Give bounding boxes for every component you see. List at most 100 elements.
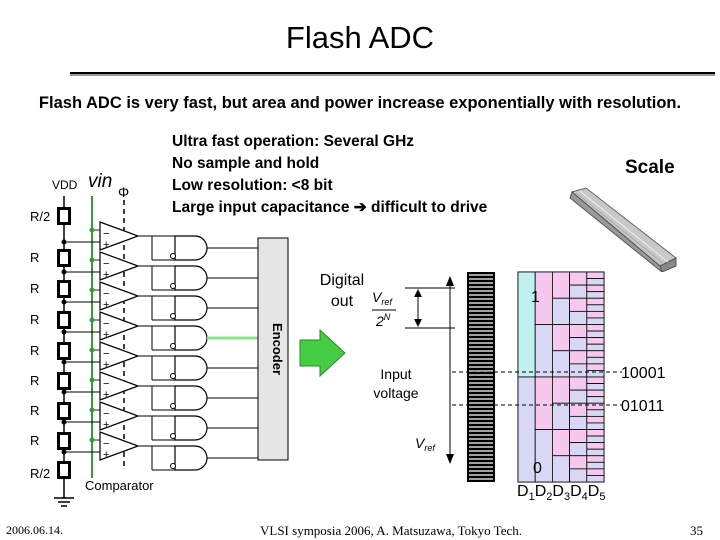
bit-cell: [586, 376, 605, 384]
encoder-block: [257, 237, 289, 461]
feature-item: No sample and hold: [172, 155, 320, 172]
scale-label: Scale: [625, 157, 675, 178]
and-gate: [174, 385, 208, 411]
bit-labels: D1D2D3D4D5: [517, 483, 605, 503]
footer-credit: VLSI symposia 2006, A. Matsuzawa, Tokyo …: [260, 523, 523, 538]
feature-item: Large input capacitance ➔ difficult to d…: [172, 199, 488, 216]
resistor-label: R: [30, 312, 39, 327]
bit-cell: [586, 310, 605, 319]
input-voltage-label: Input: [380, 366, 411, 382]
digital-out-label-line1: Digital: [320, 272, 364, 289]
bit-cell: [569, 284, 588, 299]
bit-cell: [569, 363, 588, 378]
bit-cell: [586, 389, 605, 398]
code-value-lower: 01011: [621, 398, 664, 415]
bit-cell: [552, 297, 571, 325]
comparator-minus: −: [103, 438, 109, 450]
bit-cell: [586, 337, 605, 345]
bit-cell: [586, 415, 605, 424]
and-gate: [174, 295, 208, 321]
bit-cell: [552, 402, 571, 430]
comparator: [99, 281, 140, 311]
bit-cell: [586, 448, 605, 457]
comparator-plus: +: [103, 359, 109, 371]
bit-cell: [586, 363, 605, 371]
comparator-minus: −: [103, 258, 109, 270]
resistor-label: R: [30, 433, 39, 448]
bit-cell: [586, 383, 605, 391]
comparator-minus: −: [103, 378, 109, 390]
output-arrow: [299, 328, 346, 378]
vref-label: Vref: [415, 435, 436, 453]
comparator-minus: −: [103, 228, 109, 240]
bit-cell: [569, 455, 588, 470]
bit-cell: [586, 271, 605, 279]
bit-cell: [586, 291, 605, 299]
and-gate: [174, 445, 208, 471]
bit-cell: [534, 376, 553, 430]
bit-cell: [534, 324, 553, 378]
bit-cell: [552, 429, 571, 457]
bit-cell: [586, 284, 605, 293]
resistor-label-bottom: R/2: [30, 466, 50, 481]
footer-page-number: 35: [690, 523, 703, 538]
bit-cell: [586, 396, 605, 404]
comparator: [99, 341, 140, 371]
and-gate: [174, 235, 208, 261]
bit-cell: [517, 271, 536, 378]
bit-cell: [552, 455, 571, 483]
resistor-label: R: [30, 373, 39, 388]
bit-cell: [569, 468, 588, 483]
bit-cell: [586, 350, 605, 358]
comparator-plus: +: [103, 269, 109, 281]
bit-cell: [552, 376, 571, 404]
bit-cell: [569, 310, 588, 325]
feature-item: Ultra fast operation: Several GHz: [172, 133, 415, 150]
bit-cell: [586, 317, 605, 325]
scale-top-value: 1: [531, 289, 540, 306]
slide-subtitle: Flash ADC is very fast, but area and pow…: [38, 94, 682, 112]
step-numerator: Vref: [372, 289, 393, 307]
comparator-label: Comparator: [85, 478, 154, 493]
comparator: [99, 251, 140, 281]
bit-cell: [569, 350, 588, 365]
encoder-label: Encoder: [270, 323, 285, 375]
bit-cell: [552, 324, 571, 352]
feature-list: Ultra fast operation: Several GHz No sam…: [172, 131, 487, 219]
footer-date: 2006.06.14.: [6, 523, 63, 537]
bit-cell: [569, 389, 588, 404]
comparator: [99, 221, 140, 251]
comparator-plus: +: [103, 449, 109, 461]
bit-cell: [586, 442, 605, 450]
comparator-plus: +: [103, 419, 109, 431]
comparator: [99, 431, 140, 461]
resistor-label: R: [30, 403, 39, 418]
bit-cell: [586, 304, 605, 312]
bit-cell: [586, 356, 605, 365]
slide-title: Flash ADC: [285, 20, 435, 55]
comparator-minus: −: [103, 288, 109, 300]
comparator: [99, 371, 140, 401]
resistor-label: R: [30, 250, 39, 265]
resistor-label: R: [30, 281, 39, 296]
bit-cell: [586, 370, 605, 378]
title-rule: [70, 72, 715, 74]
bit-cell: [552, 350, 571, 378]
comparator: [99, 311, 140, 341]
bit-cell: [586, 343, 605, 352]
bit-cell: [586, 330, 605, 339]
bit-cell: [569, 297, 588, 312]
and-gate: [174, 265, 208, 291]
bit-cell: [586, 297, 605, 306]
bit-cell: [586, 422, 605, 430]
input-voltage-label-line2: voltage: [373, 385, 418, 401]
comparator-plus: +: [103, 239, 109, 251]
bit-cell: [586, 468, 605, 476]
and-gate: [174, 355, 208, 381]
comparator-minus: −: [103, 408, 109, 420]
bit-cell: [586, 461, 605, 470]
resistor-label: R: [30, 343, 39, 358]
comparator-plus: +: [103, 389, 109, 401]
comparator-plus: +: [103, 299, 109, 311]
